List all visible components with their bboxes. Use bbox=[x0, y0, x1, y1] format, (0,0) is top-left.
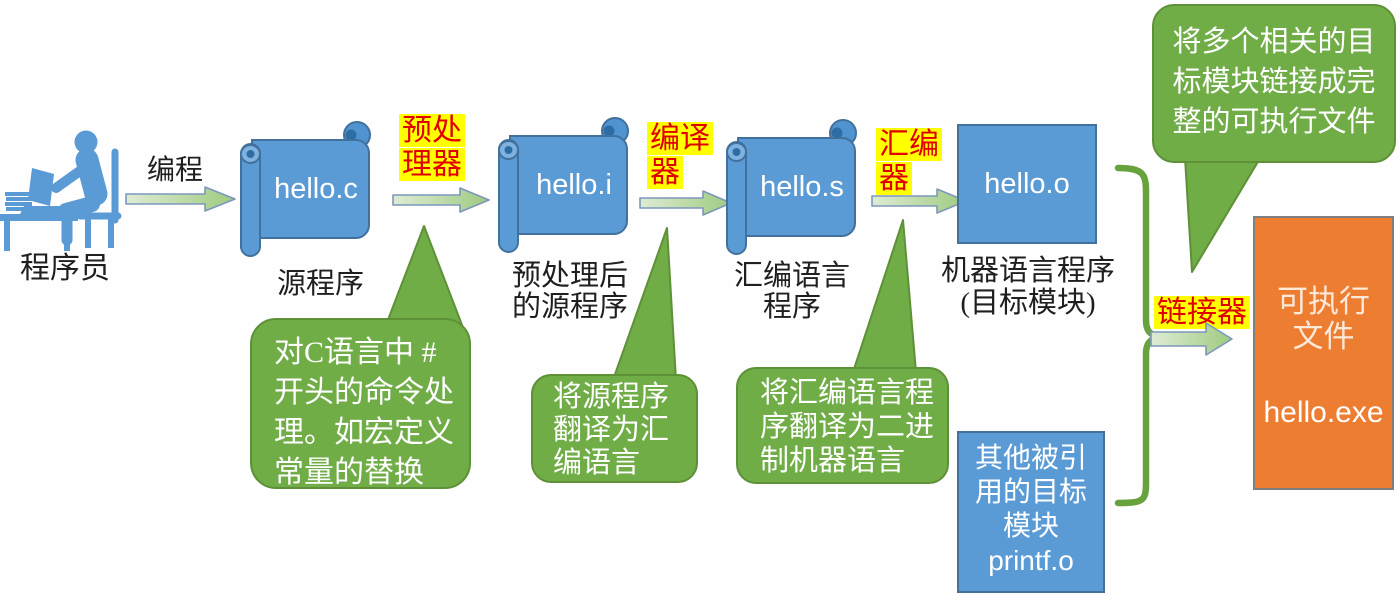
tool-label-linker: 链接器 bbox=[1154, 287, 1250, 331]
note-bubble-compiler: 将源程序 翻译为汇 编语言 bbox=[531, 374, 698, 483]
arrow-compile bbox=[639, 190, 732, 216]
other-modules-box: 其他被引 用的目标 模块 printf.o bbox=[957, 431, 1105, 593]
arrow-programming bbox=[125, 186, 236, 212]
file-label: hello.exe bbox=[1263, 396, 1384, 429]
stage-caption: 源程序 bbox=[276, 268, 364, 300]
file-label: hello.i bbox=[536, 169, 612, 201]
note-bubble-preprocessor: 对C语言中 # 开头的命令处 理。如宏定义 常量的替换 bbox=[250, 318, 471, 489]
note-bubble-assembler: 将汇编语言程 序翻译为二进 制机器语言 bbox=[736, 367, 949, 484]
stage-scroll-hello-s: hello.s bbox=[724, 114, 866, 259]
file-label: printf.o bbox=[988, 545, 1074, 576]
file-label: hello.o bbox=[984, 167, 1070, 200]
programmer-icon bbox=[0, 130, 122, 251]
action-label: 编程 bbox=[146, 155, 203, 186]
arrow-link bbox=[1150, 322, 1233, 356]
executable-caption: 可执行 文件 bbox=[1277, 284, 1370, 354]
stage-scroll-hello-c: hello.c bbox=[238, 116, 380, 261]
programmer-label: 程序员 bbox=[20, 252, 110, 285]
stage-caption: 机器语言程序 (目标模块) bbox=[940, 255, 1115, 319]
scroll-shape bbox=[240, 121, 371, 257]
stage-caption: 预处理后 的源程序 bbox=[511, 260, 628, 323]
file-label: hello.c bbox=[274, 173, 358, 205]
executable-box: 可执行 文件 hello.exe bbox=[1253, 216, 1394, 490]
assembler-note-tail bbox=[852, 219, 917, 373]
arrow-preprocess bbox=[392, 187, 490, 213]
note-bubble-linker: 将多个相关的目 标模块链接成完 整的可执行文件 bbox=[1152, 4, 1396, 163]
tool-label-preprocessor: 预处理器 bbox=[399, 114, 466, 182]
stage-caption: 汇编语言 程序 bbox=[733, 260, 850, 323]
tool-label-compiler: 编译器 bbox=[647, 122, 714, 190]
compiler-note-tail bbox=[612, 227, 677, 381]
preprocessor-note-tail bbox=[385, 225, 463, 326]
tool-label-assembler: 汇编器 bbox=[876, 128, 943, 196]
file-label: hello.s bbox=[760, 171, 844, 203]
stage-box-hello-o: hello.o bbox=[957, 124, 1097, 244]
scroll-shape bbox=[498, 117, 629, 253]
arrow-assemble bbox=[871, 188, 967, 214]
scroll-shape bbox=[726, 119, 857, 255]
stage-scroll-hello-i: hello.i bbox=[496, 112, 638, 257]
